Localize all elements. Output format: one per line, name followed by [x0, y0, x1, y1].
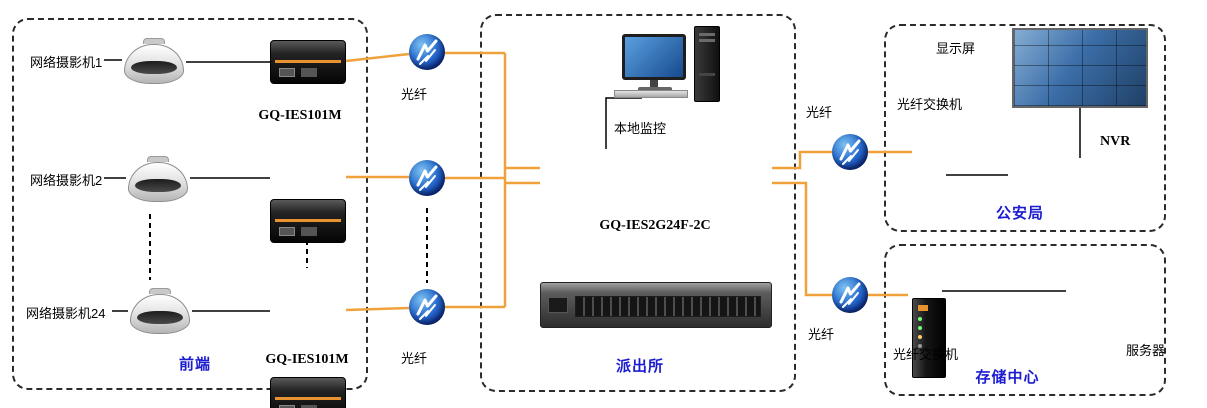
dome-camera-icon: [122, 38, 186, 88]
core-switch-model-label: GQ-IES2G24F-2C: [599, 218, 711, 233]
media-converter-icon: [270, 40, 346, 84]
camera-mount: [149, 288, 171, 294]
keyboard: [614, 90, 688, 98]
fiber-link-icon: [832, 277, 868, 313]
monitor: [622, 34, 686, 80]
core-switch-icon: [540, 282, 772, 328]
fiber-label-4: 光纤: [808, 327, 835, 342]
fiber-label-1: 光纤: [401, 87, 428, 102]
storage-region-box: [884, 244, 1166, 396]
frontend-region-label: 前端: [178, 356, 211, 373]
monitor-screen: [625, 37, 683, 77]
video-wall-icon: [1012, 28, 1148, 108]
converter-model-label-bottom: GQ-IES101M: [265, 352, 349, 367]
bureau-region-label: 公安局: [995, 205, 1044, 222]
fiber-switch-top-label: 光纤交换机: [897, 97, 963, 112]
fiber-label-3: 光纤: [806, 105, 833, 120]
frontend-region-box: [12, 18, 368, 390]
fiber-link-icon: [832, 134, 868, 170]
camera-mount: [147, 156, 169, 162]
converter-model-label-top: GQ-IES101M: [258, 108, 342, 123]
station-region-label: 派出所: [615, 358, 664, 375]
server-label: 服务器: [1126, 343, 1166, 358]
dome-camera-icon: [128, 288, 192, 338]
camera24-label: 网络摄影机24: [26, 306, 106, 321]
camera-mount: [143, 38, 165, 44]
bureau-region-box: [884, 24, 1166, 232]
fiber-switch-icon: [912, 298, 946, 378]
camera-dome: [124, 44, 184, 84]
monitor-stand: [650, 80, 658, 87]
media-converter-icon: [270, 377, 346, 408]
fiber-switch-bottom-label: 光纤交换机: [893, 347, 959, 362]
monitor-base: [638, 87, 672, 92]
camera-dome: [130, 294, 190, 334]
camera-dome: [128, 162, 188, 202]
nvr-label: NVR: [1100, 134, 1131, 149]
pc-tower: [694, 26, 720, 102]
camera-lens: [134, 178, 182, 192]
fiber-label-2: 光纤: [401, 351, 428, 366]
camera-lens: [136, 310, 184, 324]
desktop-computer-icon: [600, 24, 730, 110]
display-wall-label: 显示屏: [936, 41, 976, 56]
fiber-link-icon: [409, 289, 445, 325]
local-monitor-label: 本地监控: [614, 121, 667, 136]
camera2-label: 网络摄影机2: [30, 173, 103, 188]
storage-region-label: 存储中心: [975, 369, 1040, 386]
fiber-link-icon: [409, 34, 445, 70]
media-converter-icon: [270, 199, 346, 243]
dome-camera-icon: [126, 156, 190, 206]
fiber-link-icon: [409, 160, 445, 196]
camera-lens: [130, 60, 178, 74]
camera1-label: 网络摄影机1: [30, 55, 103, 70]
